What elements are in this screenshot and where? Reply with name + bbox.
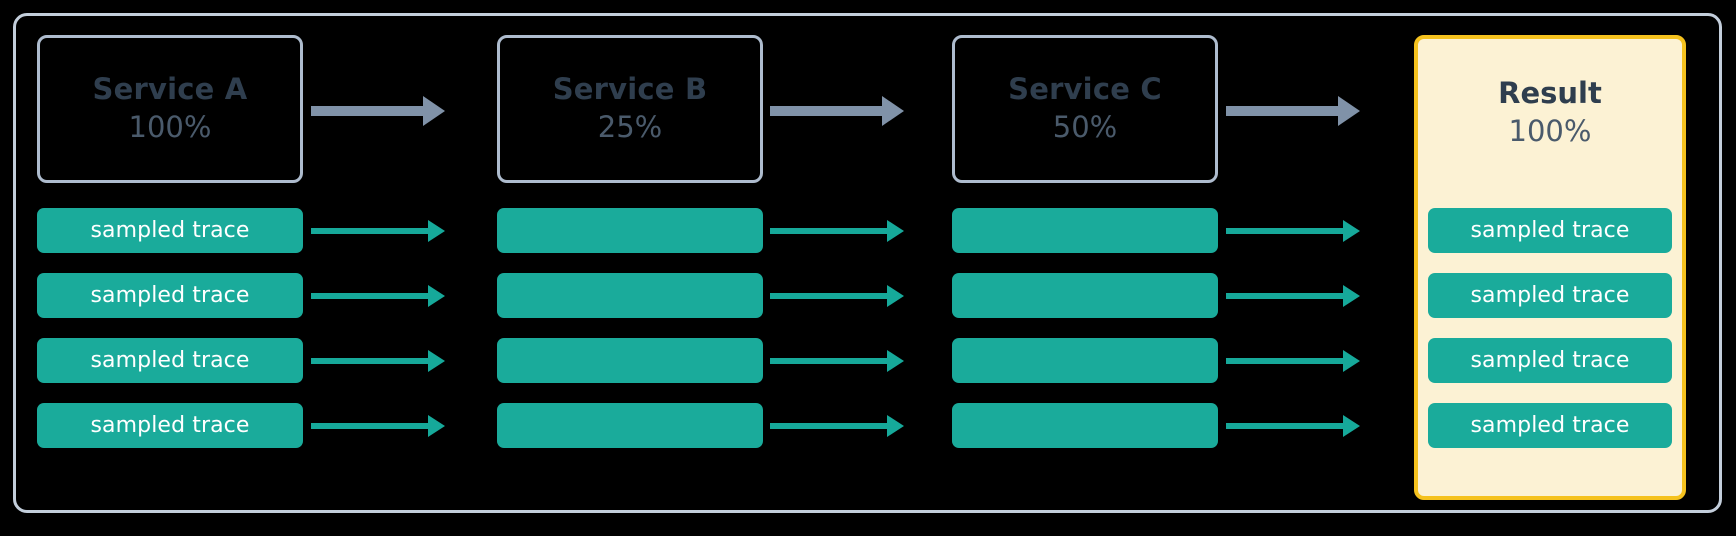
arrow-shaft	[770, 106, 890, 116]
diagram-outer-frame	[13, 13, 1722, 513]
arrow-head	[1343, 220, 1360, 242]
arrow-head	[1338, 96, 1360, 126]
arrow-head	[887, 285, 904, 307]
arrow-head	[1343, 285, 1360, 307]
trace-bar-row2-service-c[interactable]	[952, 273, 1218, 318]
arrow-shaft	[311, 293, 431, 299]
arrow-shaft	[311, 228, 431, 234]
arrow-head	[887, 415, 904, 437]
arrow-shaft	[311, 106, 431, 116]
arrow-right-icon-service-c-to-result	[1226, 96, 1360, 126]
trace-bar-row3-service-a[interactable]: sampled trace	[37, 338, 303, 383]
trace-bar-label: sampled trace	[1470, 413, 1630, 438]
trace-bar-row1-service-b[interactable]	[497, 208, 763, 253]
arrow-right-icon-service-a-to-b	[311, 96, 445, 126]
trace-bar-row4-service-b[interactable]	[497, 403, 763, 448]
arrow-shaft	[1226, 293, 1346, 299]
arrow-right-icon-row1-a-to-b	[311, 220, 445, 242]
arrow-right-icon-row4-c-to-result	[1226, 415, 1360, 437]
trace-bar-row1-service-c[interactable]	[952, 208, 1218, 253]
trace-bar-row2-result[interactable]: sampled trace	[1428, 273, 1672, 318]
arrow-right-icon-row3-c-to-result	[1226, 350, 1360, 372]
result-header: Result 100%	[1418, 39, 1682, 187]
arrow-right-icon-row1-c-to-result	[1226, 220, 1360, 242]
arrow-shaft	[770, 358, 890, 364]
trace-bar-label: sampled trace	[90, 283, 250, 308]
trace-bar-label: sampled trace	[90, 413, 250, 438]
arrow-right-icon-row2-c-to-result	[1226, 285, 1360, 307]
arrow-right-icon-service-b-to-c	[770, 96, 904, 126]
trace-bar-label: sampled trace	[90, 218, 250, 243]
arrow-shaft	[1226, 228, 1346, 234]
trace-bar-label: sampled trace	[1470, 348, 1630, 373]
trace-bar-row1-service-a[interactable]: sampled trace	[37, 208, 303, 253]
arrow-right-icon-row3-a-to-b	[311, 350, 445, 372]
arrow-shaft	[1226, 358, 1346, 364]
arrow-head	[887, 350, 904, 372]
arrow-right-icon-row2-b-to-c	[770, 285, 904, 307]
arrow-shaft	[770, 423, 890, 429]
arrow-head	[1343, 415, 1360, 437]
arrow-shaft	[311, 423, 431, 429]
arrow-head	[882, 96, 904, 126]
service-box-a[interactable]: Service A 100%	[37, 35, 303, 183]
arrow-shaft	[1226, 106, 1346, 116]
trace-bar-row2-service-a[interactable]: sampled trace	[37, 273, 303, 318]
service-box-c[interactable]: Service C 50%	[952, 35, 1218, 183]
service-b-percent: 25%	[597, 110, 663, 144]
trace-bar-row3-result[interactable]: sampled trace	[1428, 338, 1672, 383]
arrow-head	[1343, 350, 1360, 372]
service-c-percent: 50%	[1052, 110, 1118, 144]
trace-bar-row4-result[interactable]: sampled trace	[1428, 403, 1672, 448]
arrow-right-icon-row3-b-to-c	[770, 350, 904, 372]
arrow-head	[428, 350, 445, 372]
arrow-head	[423, 96, 445, 126]
service-a-percent: 100%	[128, 110, 212, 144]
trace-bar-label: sampled trace	[1470, 283, 1630, 308]
arrow-shaft	[770, 293, 890, 299]
service-a-name: Service A	[92, 72, 248, 107]
trace-bar-label: sampled trace	[1470, 218, 1630, 243]
service-b-name: Service B	[552, 72, 708, 107]
trace-bar-row4-service-a[interactable]: sampled trace	[37, 403, 303, 448]
service-box-b[interactable]: Service B 25%	[497, 35, 763, 183]
trace-bar-row3-service-b[interactable]	[497, 338, 763, 383]
arrow-shaft	[770, 228, 890, 234]
arrow-shaft	[1226, 423, 1346, 429]
result-percent: 100%	[1508, 114, 1592, 148]
arrow-right-icon-row4-a-to-b	[311, 415, 445, 437]
arrow-head	[428, 415, 445, 437]
arrow-head	[428, 220, 445, 242]
arrow-head	[887, 220, 904, 242]
arrow-right-icon-row2-a-to-b	[311, 285, 445, 307]
arrow-right-icon-row1-b-to-c	[770, 220, 904, 242]
arrow-right-icon-row4-b-to-c	[770, 415, 904, 437]
arrow-head	[428, 285, 445, 307]
service-c-name: Service C	[1008, 72, 1162, 107]
trace-bar-row4-service-c[interactable]	[952, 403, 1218, 448]
trace-bar-row2-service-b[interactable]	[497, 273, 763, 318]
trace-bar-label: sampled trace	[90, 348, 250, 373]
arrow-shaft	[311, 358, 431, 364]
trace-bar-row1-result[interactable]: sampled trace	[1428, 208, 1672, 253]
trace-bar-row3-service-c[interactable]	[952, 338, 1218, 383]
result-name: Result	[1498, 76, 1602, 111]
